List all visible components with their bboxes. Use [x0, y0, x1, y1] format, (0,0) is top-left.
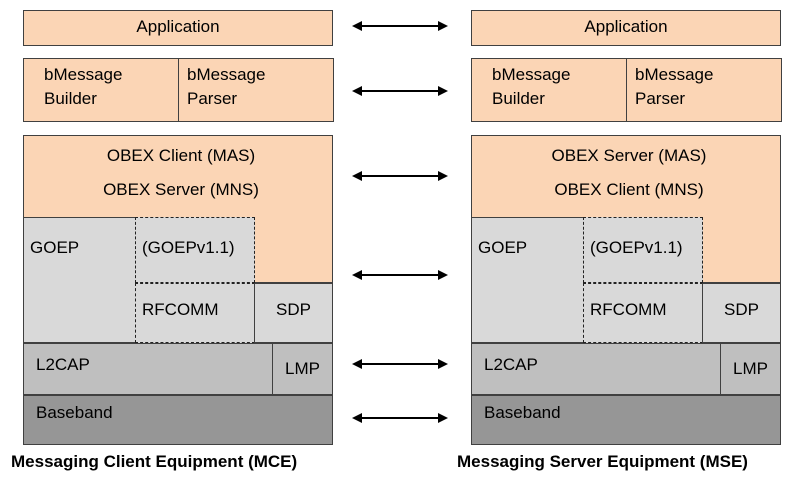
mce-obex-client-mas: OBEX Client (MAS) — [106, 146, 256, 165]
mce-builder-line2: Builder — [44, 89, 97, 108]
mce-parser-line2: Parser — [187, 89, 238, 108]
application-peer-arrow — [352, 21, 448, 31]
l2cap-peer-arrow — [352, 359, 448, 369]
mse-bmessage-builder: bMessage Builder — [471, 58, 627, 122]
mse-obex-server-mas: OBEX Server (MAS) — [551, 146, 707, 165]
mse-rfcomm: RFCOMM — [583, 283, 703, 343]
mce-stack: Application bMessage Builder bMessage Pa… — [11, 0, 335, 494]
mce-bmessage-parser: bMessage Parser — [178, 58, 334, 122]
mse-goepv11: (GOEPv1.1) — [583, 217, 703, 283]
mce-obex-server-mns: OBEX Server (MNS) — [103, 180, 259, 199]
baseband-peer-arrow — [352, 413, 448, 423]
mse-builder-line1: bMessage — [492, 65, 571, 84]
mse-builder-line2: Builder — [492, 89, 545, 108]
mce-caption: Messaging Client Equipment (MCE) — [11, 452, 298, 471]
mce-bmessage-builder: bMessage Builder — [23, 58, 179, 122]
obex-peer-arrow — [352, 171, 448, 181]
mce-goep: GOEP — [23, 217, 136, 343]
mse-bmessage-parser: bMessage Parser — [626, 58, 782, 122]
mse-goep: GOEP — [471, 217, 584, 343]
mse-lmp: LMP — [720, 343, 781, 395]
mse-caption: Messaging Server Equipment (MSE) — [457, 452, 748, 471]
goep-peer-arrow — [352, 270, 448, 280]
mce-parser-line1: bMessage — [187, 65, 266, 84]
mce-lmp: LMP — [272, 343, 333, 395]
mse-l2cap: L2CAP — [471, 343, 721, 395]
mse-obex-client-mns: OBEX Client (MNS) — [554, 180, 704, 199]
mse-parser-line1: bMessage — [635, 65, 714, 84]
mse-application-layer: Application — [471, 10, 781, 46]
mce-goepv11: (GOEPv1.1) — [135, 217, 255, 283]
mse-stack: Application bMessage Builder bMessage Pa… — [457, 0, 783, 494]
mce-builder-line1: bMessage — [44, 65, 123, 84]
mce-rfcomm: RFCOMM — [135, 283, 255, 343]
mce-baseband: Baseband — [23, 395, 333, 445]
mce-application-layer: Application — [23, 10, 333, 46]
bmessage-peer-arrow — [352, 86, 448, 96]
mce-l2cap: L2CAP — [23, 343, 273, 395]
mse-baseband: Baseband — [471, 395, 781, 445]
mse-parser-line2: Parser — [635, 89, 686, 108]
mse-sdp: SDP — [702, 283, 781, 343]
mce-sdp: SDP — [254, 283, 333, 343]
